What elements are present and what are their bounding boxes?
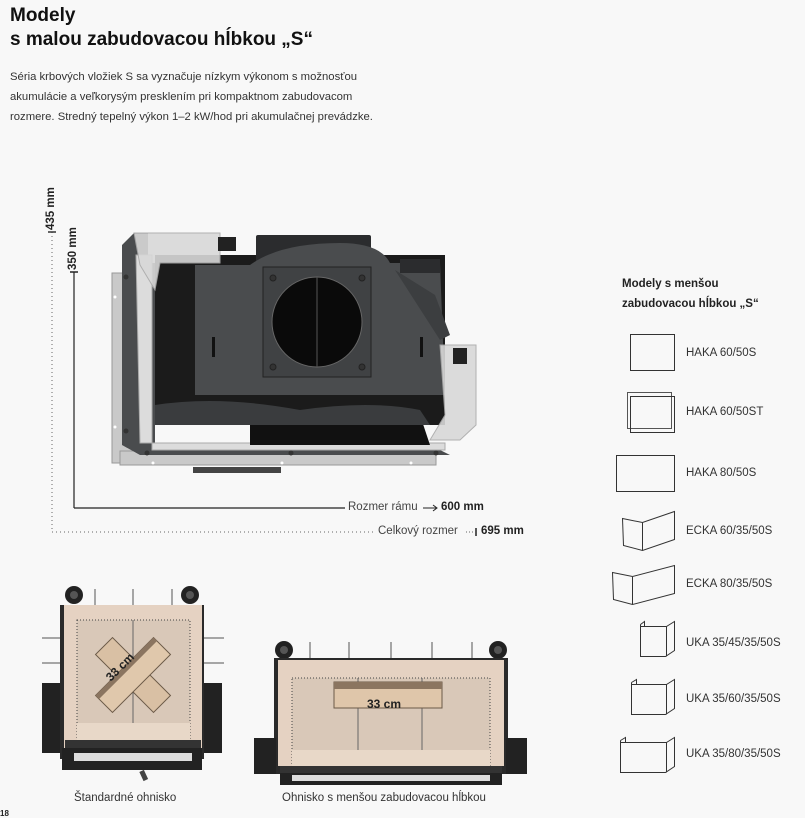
model-label: UKA 35/60/35/50S bbox=[686, 693, 781, 705]
model-haka-60-50s: HAKA 60/50S bbox=[600, 330, 805, 380]
u-shape-icon bbox=[640, 620, 675, 657]
model-label: HAKA 60/50ST bbox=[686, 406, 764, 418]
wide-corner-icon bbox=[611, 564, 675, 606]
model-label: ECKA 80/35/50S bbox=[686, 578, 773, 590]
intro-line-2: akumulácie a veľkorysým presklením pri k… bbox=[10, 91, 353, 103]
title-line-2: s malou zabudovacou hĺbkou „S“ bbox=[10, 29, 313, 50]
intro-paragraph: Séria krbových vložiek S sa vyznačuje ní… bbox=[10, 67, 410, 127]
model-label: UKA 35/80/35/50S bbox=[686, 748, 781, 760]
title-line-1: Modely bbox=[10, 5, 76, 26]
model-label: ECKA 60/35/50S bbox=[686, 525, 773, 537]
standard-firebox-caption: Štandardné ohnisko bbox=[74, 792, 177, 804]
frame-size-label: Rozmer rámu bbox=[348, 501, 418, 513]
u-shape-wide-icon bbox=[620, 736, 675, 773]
double-rect-icon bbox=[627, 392, 675, 433]
frame-size-value: 600 mm bbox=[441, 501, 484, 513]
sidebar-title: Modely s menšou zabudovacou hĺbkou „S“ bbox=[622, 274, 759, 314]
model-label: HAKA 80/50S bbox=[686, 467, 757, 479]
total-size-label: Celkový rozmer bbox=[378, 525, 458, 537]
total-size-value: 695 mm bbox=[481, 525, 524, 537]
page-title: Modely s malou zabudovacou hĺbkou „S“ bbox=[10, 4, 313, 52]
standard-firebox-diagram: 33 cm bbox=[40, 583, 230, 783]
small-firebox-illustration bbox=[254, 641, 528, 785]
model-label: UKA 35/45/35/50S bbox=[686, 637, 781, 649]
dimension-lines bbox=[48, 231, 477, 536]
wide-rect-icon bbox=[616, 455, 675, 492]
corner-icon bbox=[621, 510, 675, 552]
intro-line-1: Séria krbových vložiek S sa vyznačuje ní… bbox=[10, 71, 358, 83]
model-haka-80-50s: HAKA 80/50S bbox=[600, 450, 805, 500]
fireplace-insert-top-view bbox=[111, 232, 477, 473]
model-ecka-80-35-50s: ECKA 80/35/50S bbox=[600, 562, 805, 612]
sidebar-title-line-2: zabudovacou hĺbkou „S“ bbox=[622, 298, 759, 310]
height-total-label: 435 mm bbox=[45, 187, 57, 230]
intro-line-3: rozmere. Stredný tepelný výkon 1–2 kW/ho… bbox=[10, 111, 373, 123]
small-firebox-caption: Ohnisko s menšou zabudovacou hĺbkou bbox=[282, 792, 486, 804]
model-haka-60-50st: HAKA 60/50ST bbox=[600, 388, 805, 438]
standard-firebox-illustration bbox=[42, 586, 224, 782]
small-firebox-diagram: 33 cm bbox=[252, 620, 528, 785]
dimension-diagram: 435 mm 350 mm Rozmer rámu 600 mm Celkový… bbox=[45, 187, 524, 537]
small-log-length: 33 cm bbox=[367, 697, 402, 711]
u-shape-medium-icon bbox=[631, 678, 675, 715]
model-uka-35-80-35-50s: UKA 35/80/35/50S bbox=[600, 734, 805, 784]
height-frame-label: 350 mm bbox=[67, 227, 79, 270]
model-label: HAKA 60/50S bbox=[686, 347, 757, 359]
model-uka-35-45-35-50s: UKA 35/45/35/50S bbox=[600, 618, 805, 668]
sidebar-title-line-1: Modely s menšou bbox=[622, 278, 719, 290]
single-rect-icon bbox=[630, 334, 675, 371]
page-number: 18 bbox=[0, 809, 9, 818]
model-ecka-60-35-50s: ECKA 60/35/50S bbox=[600, 508, 805, 558]
model-uka-35-60-35-50s: UKA 35/60/35/50S bbox=[600, 676, 805, 726]
